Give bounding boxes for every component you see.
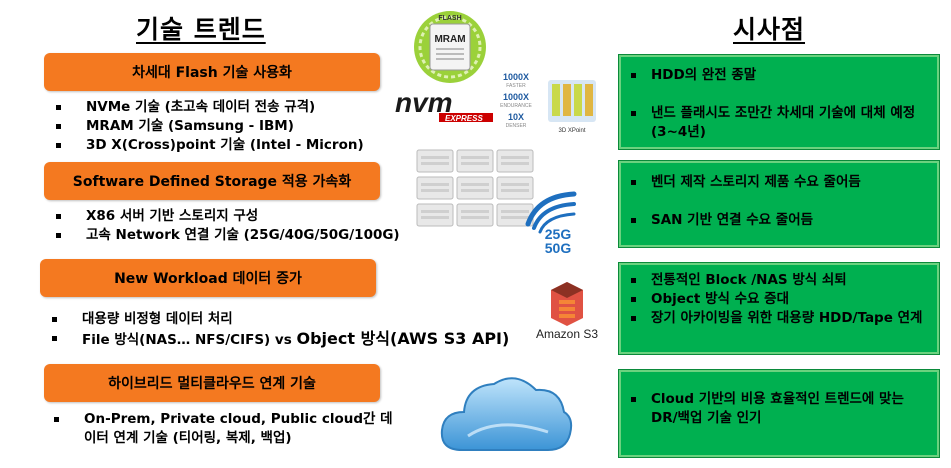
sds-list: X86 서버 기반 스토리지 구성 고속 Network 연결 기술 (25G/… bbox=[56, 207, 400, 245]
implication-item: 벤더 제작 스토리지 제품 수요 줄어듬 bbox=[631, 173, 931, 192]
cloud-icon bbox=[438, 366, 574, 458]
mram-main-text: MRAM bbox=[434, 34, 465, 45]
list-item: 고속 Network 연결 기술 (25G/40G/50G/100G) bbox=[56, 226, 400, 245]
mram-top-text: FLASH bbox=[438, 15, 461, 22]
svg-text:FASTER: FASTER bbox=[506, 83, 526, 89]
object-api-text: Object 방식(AWS S3 API) bbox=[296, 329, 510, 348]
new-workload-list: 대용량 비정형 데이터 처리 File 방식(NAS… NFS/CIFS) vs… bbox=[52, 310, 509, 350]
implication-item: Cloud 기반의 비용 효율적인 트렌드에 맞는 DR/백업 기술 인기 bbox=[631, 390, 931, 428]
section-title-next-gen-flash: 차세대 Flash 기술 사용화 bbox=[44, 53, 380, 91]
svg-text:1000X: 1000X bbox=[503, 92, 529, 102]
nvm-text: nvm bbox=[395, 87, 453, 118]
section-title-hybrid-cloud: 하이브리드 멀티클라우드 연계 기술 bbox=[44, 364, 380, 402]
speed-25g: 25G bbox=[545, 226, 572, 242]
list-item: NVMe 기술 (초고속 데이터 전송 규격) bbox=[56, 98, 364, 117]
3d-xpoint-icon: 1000X FASTER 1000X ENDURANCE 10X DENSER … bbox=[492, 70, 602, 140]
implication-item: 낸드 플래시도 조만간 차세대 기술에 대체 예정 (3~4년) bbox=[631, 104, 931, 142]
svg-text:DENSER: DENSER bbox=[506, 123, 527, 129]
express-text: EXPRESS bbox=[445, 114, 483, 123]
implication-box-2: 벤더 제작 스토리지 제품 수요 줄어듬 SAN 기반 연결 수요 줄어듬 bbox=[619, 161, 939, 247]
list-item: 3D X(Cross)point 기술 (Intel - Micron) bbox=[56, 136, 364, 155]
amazon-s3-icon bbox=[549, 282, 585, 326]
list-item: File 방식(NAS… NFS/CIFS) vs Object 방식(AWS … bbox=[52, 329, 509, 350]
file-vs-text: File 방식(NAS… NFS/CIFS) vs bbox=[82, 332, 297, 348]
implication-item: Object 방식 수요 증대 bbox=[631, 290, 931, 309]
list-item: MRAM 기술 (Samsung - IBM) bbox=[56, 117, 364, 136]
svg-text:10X: 10X bbox=[508, 112, 524, 122]
list-item: X86 서버 기반 스토리지 구성 bbox=[56, 207, 400, 226]
svg-text:1000X: 1000X bbox=[503, 72, 529, 82]
xpoint-label: 3D XPoint bbox=[558, 128, 585, 134]
section-title-new-workload: New Workload 데이터 증가 bbox=[40, 259, 376, 297]
next-gen-flash-list: NVMe 기술 (초고속 데이터 전송 규격) MRAM 기술 (Samsung… bbox=[56, 98, 364, 155]
amazon-s3-label: Amazon S3 bbox=[536, 327, 599, 341]
svg-text:ENDURANCE: ENDURANCE bbox=[500, 103, 532, 109]
implication-item: 전통적인 Block /NAS 방식 쇠퇴 bbox=[631, 271, 931, 290]
speed-50g: 50G bbox=[545, 240, 572, 256]
implication-box-4: Cloud 기반의 비용 효율적인 트렌드에 맞는 DR/백업 기술 인기 bbox=[619, 370, 939, 457]
implication-item: 장기 아카이빙을 위한 대용량 HDD/Tape 연계 bbox=[631, 309, 931, 328]
implications-heading: 시사점 bbox=[733, 15, 806, 44]
trends-heading: 기술 트렌드 bbox=[136, 15, 266, 44]
implication-item: HDD의 완전 종말 bbox=[631, 66, 931, 85]
implication-item: SAN 기반 연결 수요 줄어듬 bbox=[631, 211, 931, 230]
section-title-sds: Software Defined Storage 적용 가속화 bbox=[44, 162, 380, 200]
nvm-express-logo: nvm EXPRESS bbox=[393, 86, 503, 126]
implication-box-1: HDD의 완전 종말 낸드 플래시도 조만간 차세대 기술에 대체 예정 (3~… bbox=[619, 55, 939, 149]
mram-chip-icon: FLASH MRAM bbox=[412, 6, 488, 88]
hybrid-cloud-list: On-Prem, Private cloud, Public cloud간 데이… bbox=[54, 410, 394, 448]
list-item: On-Prem, Private cloud, Public cloud간 데이… bbox=[54, 410, 394, 448]
server-rack-icon bbox=[415, 148, 535, 230]
network-speed-icon: 25G 50G bbox=[524, 190, 586, 256]
implication-box-3: 전통적인 Block /NAS 방식 쇠퇴 Object 방식 수요 증대 장기… bbox=[619, 263, 939, 354]
list-item: 대용량 비정형 데이터 처리 bbox=[52, 310, 509, 329]
